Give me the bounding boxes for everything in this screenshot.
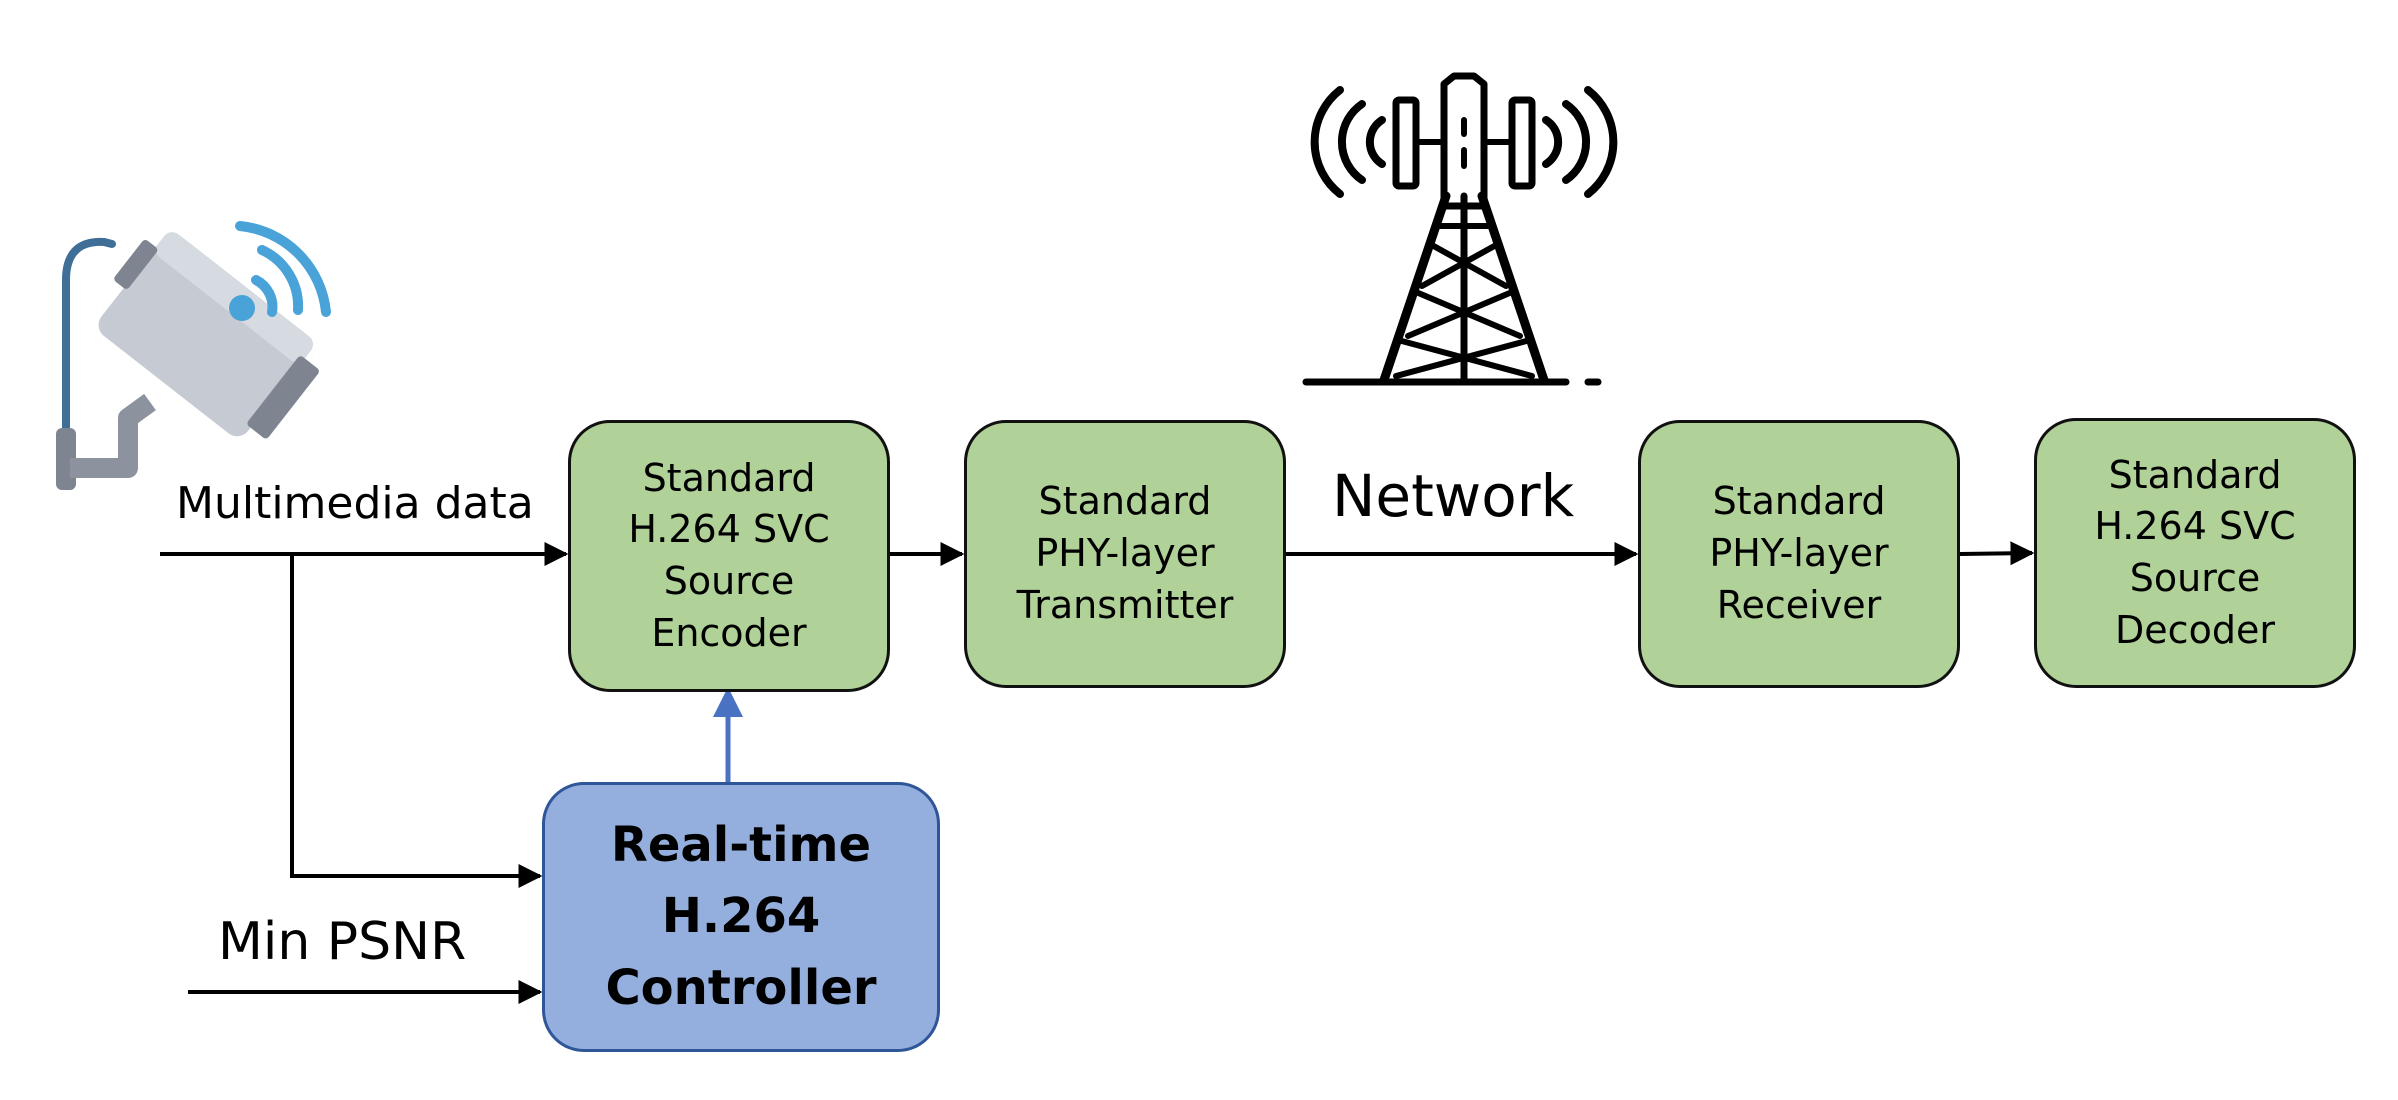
surveillance-camera-icon xyxy=(56,221,331,490)
phy-transmitter-label: Standard PHY-layer Transmitter xyxy=(1016,479,1234,627)
source-decoder-label: Standard H.264 SVC Source Decoder xyxy=(2094,452,2296,652)
min-psnr-label: Min PSNR xyxy=(218,912,467,972)
receiver-to-decoder-arrow xyxy=(1959,541,2035,566)
phy-receiver-block: Standard PHY-layer Receiver xyxy=(1638,420,1960,688)
network-label: Network xyxy=(1332,462,1575,530)
cell-tower-icon xyxy=(1302,72,1624,386)
multimedia-data-label: Multimedia data xyxy=(176,478,534,529)
source-encoder-label: Standard H.264 SVC Source Encoder xyxy=(628,455,830,655)
source-encoder-block: Standard H.264 SVC Source Encoder xyxy=(568,420,890,692)
h264-controller-label: Real-time H.264 Controller xyxy=(605,817,877,1016)
source-decoder-block: Standard H.264 SVC Source Decoder xyxy=(2034,418,2356,688)
h264-controller-block: Real-time H.264 Controller xyxy=(542,782,940,1052)
phy-transmitter-block: Standard PHY-layer Transmitter xyxy=(964,420,1286,688)
multimedia-branch-to-controller-arrow xyxy=(290,554,543,888)
phy-receiver-label: Standard PHY-layer Receiver xyxy=(1709,479,1889,627)
